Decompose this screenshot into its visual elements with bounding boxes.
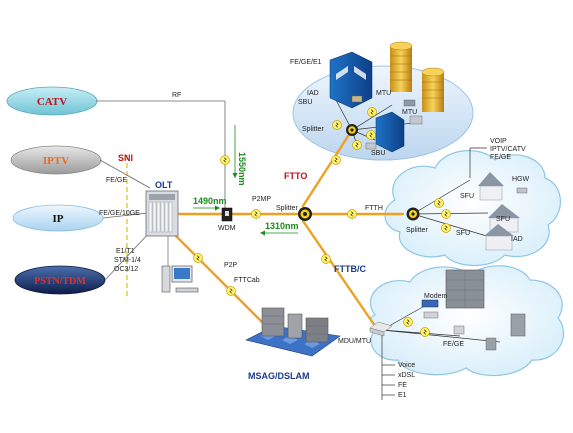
wavelength-1550: 1550nm (237, 152, 247, 186)
arrow-1310-head (260, 230, 265, 236)
fttb-fe-ge: FE/GE (443, 341, 464, 348)
ftto-mtu-1: MTU (376, 90, 391, 97)
ftto-gold-tower-2 (421, 67, 445, 112)
ftto-sbu-1: SBU (298, 99, 312, 106)
fttb-mdu-mtu: MDU/MTU (338, 338, 371, 345)
bolt-icon-ftto-4 (352, 140, 362, 150)
ip-label: IP (53, 213, 64, 225)
bolt-icon-ftto-3 (366, 130, 376, 140)
bolt-icon-p2mp (251, 209, 261, 219)
wavelength-1310: 1310nm (265, 221, 299, 231)
p2mp-label: P2MP (252, 196, 271, 203)
mtu-device-1 (351, 95, 363, 103)
bolt-icon-fttb-2 (420, 327, 430, 337)
sni-label: SNI (118, 153, 133, 163)
bolt-icon-ftth-1 (434, 198, 444, 208)
iptv-label: IPTV (43, 155, 69, 167)
fttb-device-3 (453, 325, 465, 335)
ftto-blue-building-1 (329, 51, 373, 109)
wdm-icon (221, 207, 233, 222)
olt-chassis (145, 190, 179, 237)
fiber-links (173, 128, 405, 332)
bolt-icon-ftto (331, 155, 341, 165)
iptv-interface: FE/GE (106, 177, 127, 184)
pstn-interface-3: OC3/12 (114, 266, 138, 273)
fttb-cabinet (445, 269, 485, 309)
splitter-ftth-icon (406, 207, 420, 221)
iptv-service (10, 145, 102, 175)
ftto-fe-ge-e1: FE/GE/E1 (290, 59, 322, 66)
ftth-splitter: Splitter (406, 227, 428, 234)
fttb-device-2 (423, 311, 439, 319)
fttcab-label: FTTCab (234, 277, 260, 284)
rf-label: RF (172, 92, 181, 99)
bolt-icon-ftth (347, 209, 357, 219)
fttb-xdsl: xDSL (398, 372, 415, 379)
pstn-label: PSTN/TDM (34, 276, 86, 287)
ftto-gold-tower-1 (389, 41, 413, 92)
fttb-voice: Voice (398, 362, 415, 369)
pstn-interface-1: E1/T1 (116, 248, 135, 255)
ftto-iad: IAD (307, 90, 319, 97)
fttb-e1: E1 (398, 392, 407, 399)
fttb-device-4 (485, 337, 497, 351)
splitter-main-label: Splitter (276, 205, 298, 212)
fttb-server (510, 313, 526, 337)
splitter-ftto-icon (346, 124, 358, 136)
wavelength-1490: 1490nm (193, 196, 227, 206)
fttb-modem: Modem (424, 293, 448, 300)
ftth-sfu-3: SFU (456, 230, 470, 237)
hgw-device (516, 187, 528, 194)
arrow-1490-head (215, 205, 220, 211)
modem-device (421, 299, 439, 308)
ftth-cloud (384, 149, 561, 267)
ftto-blue-building-2 (375, 111, 405, 153)
ftth-house-1 (478, 172, 504, 201)
msag-dslam-label: MSAG/DSLAM (248, 371, 310, 381)
bolt-icon-ftto-1 (332, 120, 342, 130)
ftto-sbu-2: SBU (371, 150, 385, 157)
bolt-icon-fttb (321, 254, 331, 264)
bolt-icon-ftth-3 (441, 223, 451, 233)
ftto-splitter: Splitter (302, 126, 324, 133)
ftth-sfu-1: SFU (460, 193, 474, 200)
ftto-mtu-2: MTU (402, 109, 417, 116)
ftth-fe-ge: FE/GE (490, 154, 511, 161)
ftth-house-3 (484, 224, 514, 251)
ip-interface: FE/GE/10GE (99, 210, 140, 217)
catv-label: CATV (37, 96, 67, 108)
olt-label: OLT (155, 180, 173, 190)
sbu-device (365, 142, 377, 150)
mdu-mtu-device (369, 321, 393, 337)
splitter-main-icon (298, 207, 312, 221)
ftth-label: FTTH (365, 205, 383, 212)
wdm-label: WDM (218, 225, 236, 232)
ftth-sfu-2: SFU (496, 216, 510, 223)
arrow-1550-head (232, 173, 238, 178)
bolt-icon-ftth-2 (441, 209, 451, 219)
ftth-iad: IAD (511, 236, 523, 243)
ftto-label: FTTO (284, 171, 307, 181)
bolt-icon-p2p-1 (193, 253, 203, 263)
bolt-icon-fttb-1 (403, 317, 413, 327)
fttb-fe: FE (398, 382, 407, 389)
ftth-iptv-catv: IPTV/CATV (490, 146, 526, 153)
fttb-cloud (369, 265, 564, 377)
msag-dslam-cluster (245, 307, 341, 357)
mtu-device-2 (403, 99, 416, 107)
mtu-device-3 (409, 115, 423, 125)
bolt-icon-p2p-2 (226, 286, 236, 296)
bolt-icon-ftto-2 (367, 107, 377, 117)
p2p-label: P2P (224, 262, 238, 269)
bolt-icon-rf (220, 155, 230, 165)
ftth-hgw: HGW (512, 176, 530, 183)
ftth-voip: VOIP (490, 138, 507, 145)
fttb-label: FTTB/C (334, 264, 366, 274)
pstn-interface-2: STM-1/4 (114, 257, 141, 264)
management-pc-icon (161, 236, 199, 293)
